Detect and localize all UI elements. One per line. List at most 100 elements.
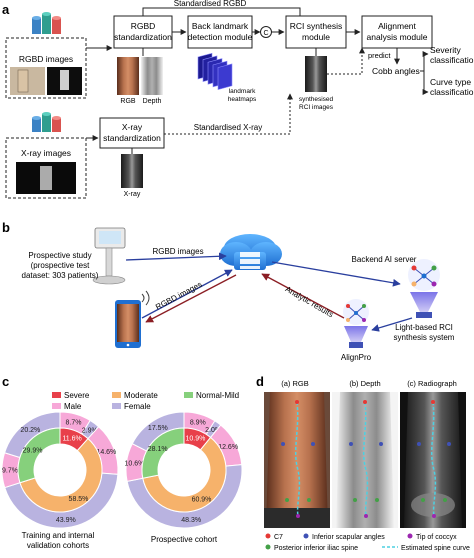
curve-line1: Curve type [430, 77, 471, 87]
rgb-title: (a) RGB [281, 379, 309, 388]
legend-label-0: Severe [64, 391, 90, 400]
xray-std-line2: standardization [103, 133, 161, 143]
donut0-outer-value-0: 8.7% [66, 419, 82, 426]
rgb-thumbnail [117, 57, 139, 95]
depth-title: (b) Depth [349, 379, 380, 388]
landmark-heatmaps-stack [198, 53, 232, 89]
synthesised-rci-thumbnail [305, 56, 327, 92]
right-cohort-caption: Prospective cohort [151, 535, 218, 544]
analytic-results-label: Analytic results [284, 284, 335, 319]
donut1-outer-value-4: 10.6% [125, 461, 145, 468]
panel-d-legend: C7 Inferior scapular angles Tip of coccy… [266, 534, 470, 553]
severity-line2: classification [430, 55, 474, 65]
c7-marker-radiograph [431, 400, 435, 404]
scapular-marker-left-radiograph [417, 442, 421, 446]
scapular-legend-label: Inferior scapular angles [312, 534, 385, 541]
legend-swatch-2 [184, 392, 193, 398]
donut1-outer-value-5: 17.5% [148, 425, 168, 432]
wifi-icon [142, 291, 149, 305]
c7-marker-depth [363, 400, 367, 404]
legend-swatch-3 [52, 403, 61, 409]
backend-network-icon [408, 259, 440, 318]
donut1-inner-value-0: 10.9% [185, 435, 205, 442]
predict-label: predict [368, 51, 391, 60]
xray-label: X-ray [124, 191, 141, 198]
coccyx-legend-dot [408, 534, 413, 539]
scapular-marker-left-depth [349, 442, 353, 446]
legend-swatch-0 [52, 392, 61, 398]
donut1-inner-value-1: 60.9% [192, 497, 212, 504]
iliac-marker-right-rgb [307, 498, 311, 502]
prospective-line3: dataset: 303 patients) [22, 271, 99, 280]
alignment-line1: Alignment [378, 21, 416, 31]
donut0-outer-value-4: 9.7% [2, 468, 18, 475]
scapular-marker-right-rgb [311, 442, 315, 446]
rci-line2: module [302, 32, 330, 42]
scapular-marker-right-radiograph [447, 442, 451, 446]
iliac-legend-label: Posterior inferior iliac spine [274, 545, 358, 552]
donut-charts: 8.7%2.9%14.6%43.9%9.7%20.2%11.6%58.5%29.… [2, 412, 242, 528]
scapular-marker-right-depth [379, 442, 383, 446]
standardised-xray-label: Standardised X-ray [194, 123, 262, 132]
legend-label-2: Normal-Mild [196, 391, 239, 400]
donut0-outer-value-5: 20.2% [20, 427, 40, 434]
iliac-marker-left-depth [353, 498, 357, 502]
cobb-angles-label: Cobb angles [372, 66, 420, 76]
landmark-heatmaps-line1: landmark [229, 88, 256, 95]
alignpro-icon [343, 299, 369, 348]
xray-std-line1: X-ray [122, 122, 143, 132]
rgbd-std-line2: standardization [114, 32, 172, 42]
back-landmark-line2: detection module [188, 32, 253, 42]
radiograph-title: (c) Radiograph [407, 379, 457, 388]
depth-label: Depth [143, 98, 162, 105]
rgbd-std-line1: RGBD [131, 21, 156, 31]
rci-line1: RCI synthesis [290, 21, 342, 31]
panel-a-letter: a [2, 2, 10, 17]
legend-label-3: Male [64, 402, 82, 411]
donut0-inner-value-2: 29.9% [23, 447, 43, 454]
legend-label-4: Female [124, 402, 151, 411]
synth-line2: RCI images [299, 104, 334, 111]
left-cohort-caption-2: validation cohorts [27, 541, 89, 550]
iliac-marker-left-radiograph [421, 498, 425, 502]
curve-line2: classification [430, 87, 474, 97]
prospective-line1: Prospective study [28, 251, 91, 260]
iliac-marker-right-radiograph [443, 498, 447, 502]
prospective-line2: (prospective test [31, 261, 90, 270]
legend-swatch-1 [112, 392, 121, 398]
iliac-marker-right-depth [375, 498, 379, 502]
c7-legend-dot [266, 534, 271, 539]
spine-curve-legend-label: Estimated spine curve [401, 545, 470, 552]
iliac-marker-left-rgb [285, 498, 289, 502]
donut0-inner-value-1: 58.5% [69, 496, 89, 503]
panel-b-letter: b [2, 220, 10, 235]
backend-ai-server-label: Backend AI server [352, 255, 417, 264]
database-icon [32, 12, 61, 34]
xray-thumbnail [121, 154, 143, 188]
panel-c-letter: c [2, 374, 9, 389]
coccyx-legend-label: Tip of coccyx [416, 534, 457, 541]
legend-swatch-4 [112, 403, 121, 409]
synth-line1: synthesised [299, 96, 334, 103]
landmark-heatmaps-line2: heatmaps [228, 96, 257, 103]
rgbd-images-arrow-label-1: RGBD images [152, 247, 203, 256]
phone-icon [115, 300, 141, 348]
panel-d-letter: d [256, 374, 264, 389]
c7-marker-rgb [295, 400, 299, 404]
severity-line1: Severity [430, 45, 461, 55]
rgb-label: RGB [120, 98, 136, 105]
coccyx-marker-depth [364, 514, 368, 518]
coccyx-marker-rgb [296, 514, 300, 518]
donut0-inner-value-0: 11.6% [62, 436, 81, 443]
depth-thumbnail [141, 57, 163, 95]
c7-legend-label: C7 [274, 534, 283, 541]
donut1-outer-value-0: 8.9% [190, 419, 206, 426]
donut1-outer-value-3: 48.3% [181, 517, 201, 524]
coccyx-marker-radiograph [432, 514, 436, 518]
database-icon-xray [32, 112, 61, 132]
alignment-line2: analysis module [367, 32, 428, 42]
back-landmark-line1: Back landmark [192, 21, 249, 31]
concat-symbol: C [263, 30, 268, 37]
standardised-rgbd-label: Standardised RGBD [174, 0, 247, 8]
